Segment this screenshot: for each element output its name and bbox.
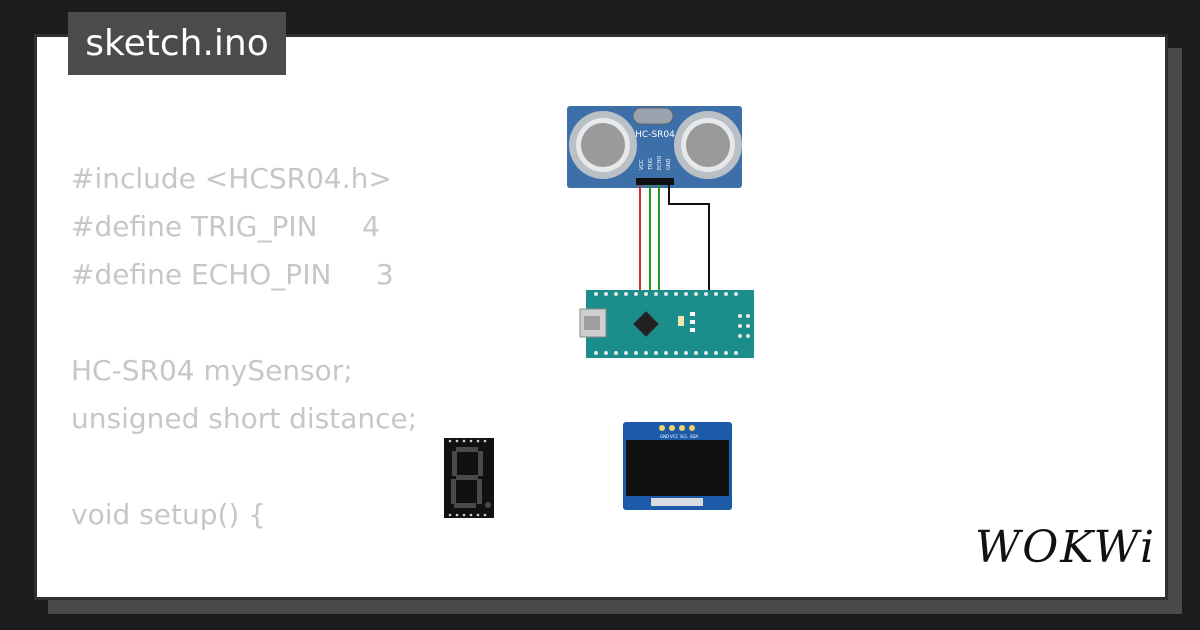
sensor-label: HC-SR04 (635, 130, 675, 140)
pin-label: GND (666, 158, 672, 170)
code-line: #include <HCSR04.h> (71, 162, 392, 195)
arduino-nano[interactable] (579, 290, 754, 358)
wokwi-logo: WOKWi (975, 522, 1157, 573)
pin-label: VCC (670, 434, 679, 439)
pin-label: GND (660, 434, 669, 439)
pin-label: TRIG (648, 158, 654, 171)
code-line: #define TRIG_PIN 4 (71, 210, 380, 243)
code-line: void setup() { (71, 498, 267, 531)
ultrasonic-sensor[interactable]: HC-SR04 VCC TRIG ECHO GND (567, 106, 742, 188)
code-preview: #include <HCSR04.h> #define TRIG_PIN 4 #de… (71, 155, 614, 597)
pin-label: SDA (690, 434, 699, 439)
seven-segment-display[interactable] (444, 438, 494, 518)
code-line: unsigned short distance; (71, 402, 418, 435)
code-line: #define ECHO_PIN 3 (71, 258, 394, 291)
pin-label: SCL (680, 434, 688, 439)
code-line: mySensor.init(TRIG_PIN, ECHO_PIN); (71, 587, 614, 597)
pin-label: ECHO (657, 156, 663, 170)
oled-display[interactable]: GND VCC SCL SDA (623, 422, 732, 510)
pin-label: VCC (639, 159, 645, 170)
file-title: sketch.ino (68, 12, 286, 75)
code-line: HC-SR04 mySensor; (71, 354, 353, 387)
